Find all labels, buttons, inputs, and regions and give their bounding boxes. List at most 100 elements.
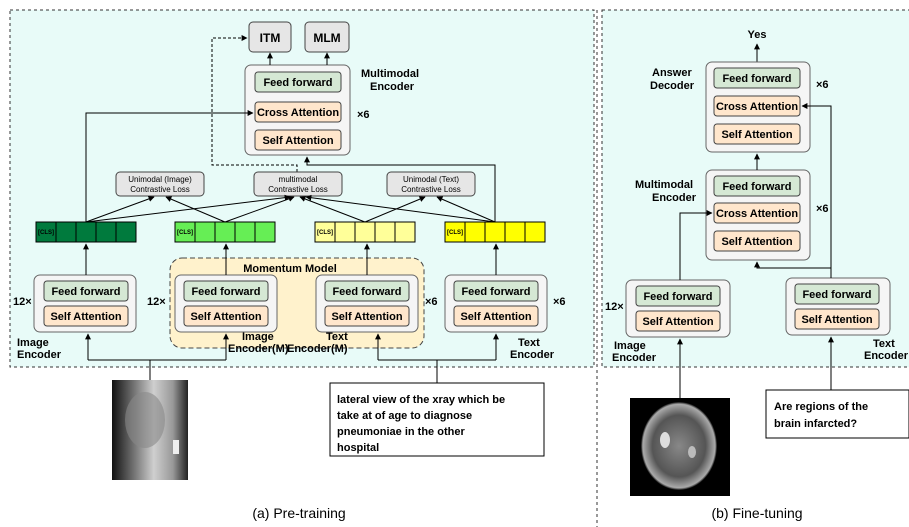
ft-img-name-2: Encoder: [612, 352, 657, 364]
loss-image-1: Unimodal (Image): [128, 175, 192, 184]
ftmm-sa-label: Self Attention: [721, 236, 792, 248]
dashed-arrow-to-itm: [211, 35, 298, 172]
text-encoder-name-2: Encoder: [510, 349, 555, 361]
image-encoder-m-self-attention: [183, 305, 269, 327]
ft-txt-ff-label: Feed forward: [802, 289, 871, 301]
input-text-box: [329, 382, 545, 457]
ad-sa-label: Self Attention: [721, 129, 792, 141]
ftmm-ca-label: Cross Attention: [716, 208, 798, 220]
mm-feed-forward-label: Feed forward: [263, 77, 332, 89]
image-encoder-m-ff-label: Feed forward: [191, 286, 260, 298]
text-encoder-m-repeat: ×6: [425, 296, 438, 308]
cls-text: [CLS]: [447, 230, 463, 236]
cls-image: [CLS]: [38, 230, 54, 236]
ad-ca-label: Cross Attention: [716, 101, 798, 113]
loss-text-2: Contrastive Loss: [401, 185, 461, 194]
text-encoder-m-name-1: Text: [326, 331, 348, 343]
ft-img-self-attention: [635, 310, 721, 332]
text-encoder-m-sa-label: Self Attention: [331, 311, 402, 323]
ft-txt-feed-forward: [794, 283, 880, 305]
ftmm-feed-forward: [713, 175, 801, 197]
mm-self-attention: [254, 129, 342, 151]
text-encoder-self-attention: [453, 305, 539, 327]
ad-feed-forward: [713, 67, 801, 89]
ad-ff-label: Feed forward: [722, 73, 791, 85]
mm-cross-attention: [254, 101, 342, 123]
input-text-line-3: pneumoniae in the other: [337, 426, 465, 438]
mm-encoder-repeat: ×6: [357, 109, 370, 121]
input-text-line-4: hospital: [337, 442, 379, 454]
loss-multimodal-1: multimodal: [279, 175, 318, 184]
image-encoder-name-1: Image: [17, 337, 49, 349]
ad-repeat: ×6: [816, 79, 829, 91]
image-encoder-m-name-1: Image: [242, 331, 274, 343]
cls-text-momentum: [CLS]: [317, 230, 333, 236]
image-encoder-name-2: Encoder: [17, 349, 62, 361]
image-encoder-sa-label: Self Attention: [50, 311, 121, 323]
ad-name-2: Decoder: [650, 80, 695, 92]
image-encoder-m-repeat: 12×: [147, 296, 166, 308]
question-line-1: Are regions of the: [774, 401, 868, 413]
ft-img-sa-label: Self Attention: [642, 316, 713, 328]
arrow-txt-to-txtloss: [436, 196, 496, 223]
arrow-img-to-ftmm: [679, 210, 713, 280]
ad-cross-attention: [713, 95, 801, 117]
question-box: [765, 389, 909, 439]
text-encoder-sa-label: Self Attention: [460, 311, 531, 323]
image-encoder-self-attention: [43, 305, 129, 327]
input-text-line-1: lateral view of the xray which be: [337, 394, 505, 406]
image-encoder-m-sa-label: Self Attention: [190, 311, 261, 323]
arrow-txtm-to-txtloss: [364, 196, 426, 223]
mlm-label: MLM: [313, 31, 340, 45]
mm-cross-attention-label: Cross Attention: [257, 107, 339, 119]
question-line-2: brain infarcted?: [774, 418, 857, 430]
image-encoder-ff-label: Feed forward: [51, 286, 120, 298]
ft-txt-name-1: Text: [873, 338, 895, 350]
loss-text-1: Unimodal (Text): [403, 175, 459, 184]
ad-self-attention: [713, 123, 801, 145]
arrow-img-to-mm: [85, 110, 254, 222]
text-encoder-m-self-attention: [324, 305, 410, 327]
tokens-text: [CLS]: [444, 221, 546, 243]
text-encoder-m-feed-forward: [324, 280, 410, 302]
input-text-line-2: take at of age to diagnose: [337, 410, 472, 422]
tokens-image: [CLS]: [35, 221, 137, 243]
mm-encoder-name-1: Multimodal: [361, 68, 419, 80]
arrow-txt-to-decoder: [801, 103, 832, 278]
ftmm-repeat: ×6: [816, 203, 829, 215]
itm-label: ITM: [260, 31, 281, 45]
momentum-model-title: Momentum Model: [243, 263, 337, 275]
image-encoder-repeat: 12×: [13, 296, 32, 308]
text-encoder-feed-forward: [453, 280, 539, 302]
image-encoder-m-name-2: Encoder(M): [228, 343, 289, 355]
arrow-img-to-imgloss: [85, 196, 155, 223]
loss-image-2: Contrastive Loss: [130, 185, 190, 194]
arrow-img-to-mmloss: [85, 194, 291, 223]
text-encoder-repeat: ×6: [553, 296, 566, 308]
ft-txt-name-2: Encoder: [864, 350, 909, 362]
ftmm-cross-attention: [713, 202, 801, 224]
tokens-image-momentum: [CLS]: [174, 221, 276, 243]
ft-txt-self-attention: [794, 308, 880, 330]
brain-mri-image: [630, 398, 730, 496]
cls-image-momentum: [CLS]: [177, 230, 193, 236]
ftmm-ff-label: Feed forward: [722, 181, 791, 193]
ft-img-ff-label: Feed forward: [643, 291, 712, 303]
caption-finetuning: (b) Fine-tuning: [711, 505, 802, 521]
text-encoder-ff-label: Feed forward: [461, 286, 530, 298]
arrow-txtm-to-mmloss: [299, 196, 366, 223]
arrow-imgm-to-mmloss: [224, 196, 295, 223]
ft-img-repeat: 12×: [605, 301, 624, 313]
tokens-text-momentum: [CLS]: [314, 221, 416, 243]
ftmm-name-1: Multimodal: [635, 179, 693, 191]
text-encoder-m-ff-label: Feed forward: [332, 286, 401, 298]
loss-text-box: [386, 171, 476, 197]
image-encoder-feed-forward: [43, 280, 129, 302]
caption-pretraining: (a) Pre-training: [252, 505, 345, 521]
ft-txt-sa-label: Self Attention: [801, 314, 872, 326]
ftmm-self-attention: [713, 230, 801, 252]
ft-img-feed-forward: [635, 285, 721, 307]
text-encoder-m-name-2: Encoder(M): [287, 343, 348, 355]
ft-img-name-1: Image: [614, 340, 646, 352]
arrow-imgm-to-imgloss: [165, 196, 226, 223]
